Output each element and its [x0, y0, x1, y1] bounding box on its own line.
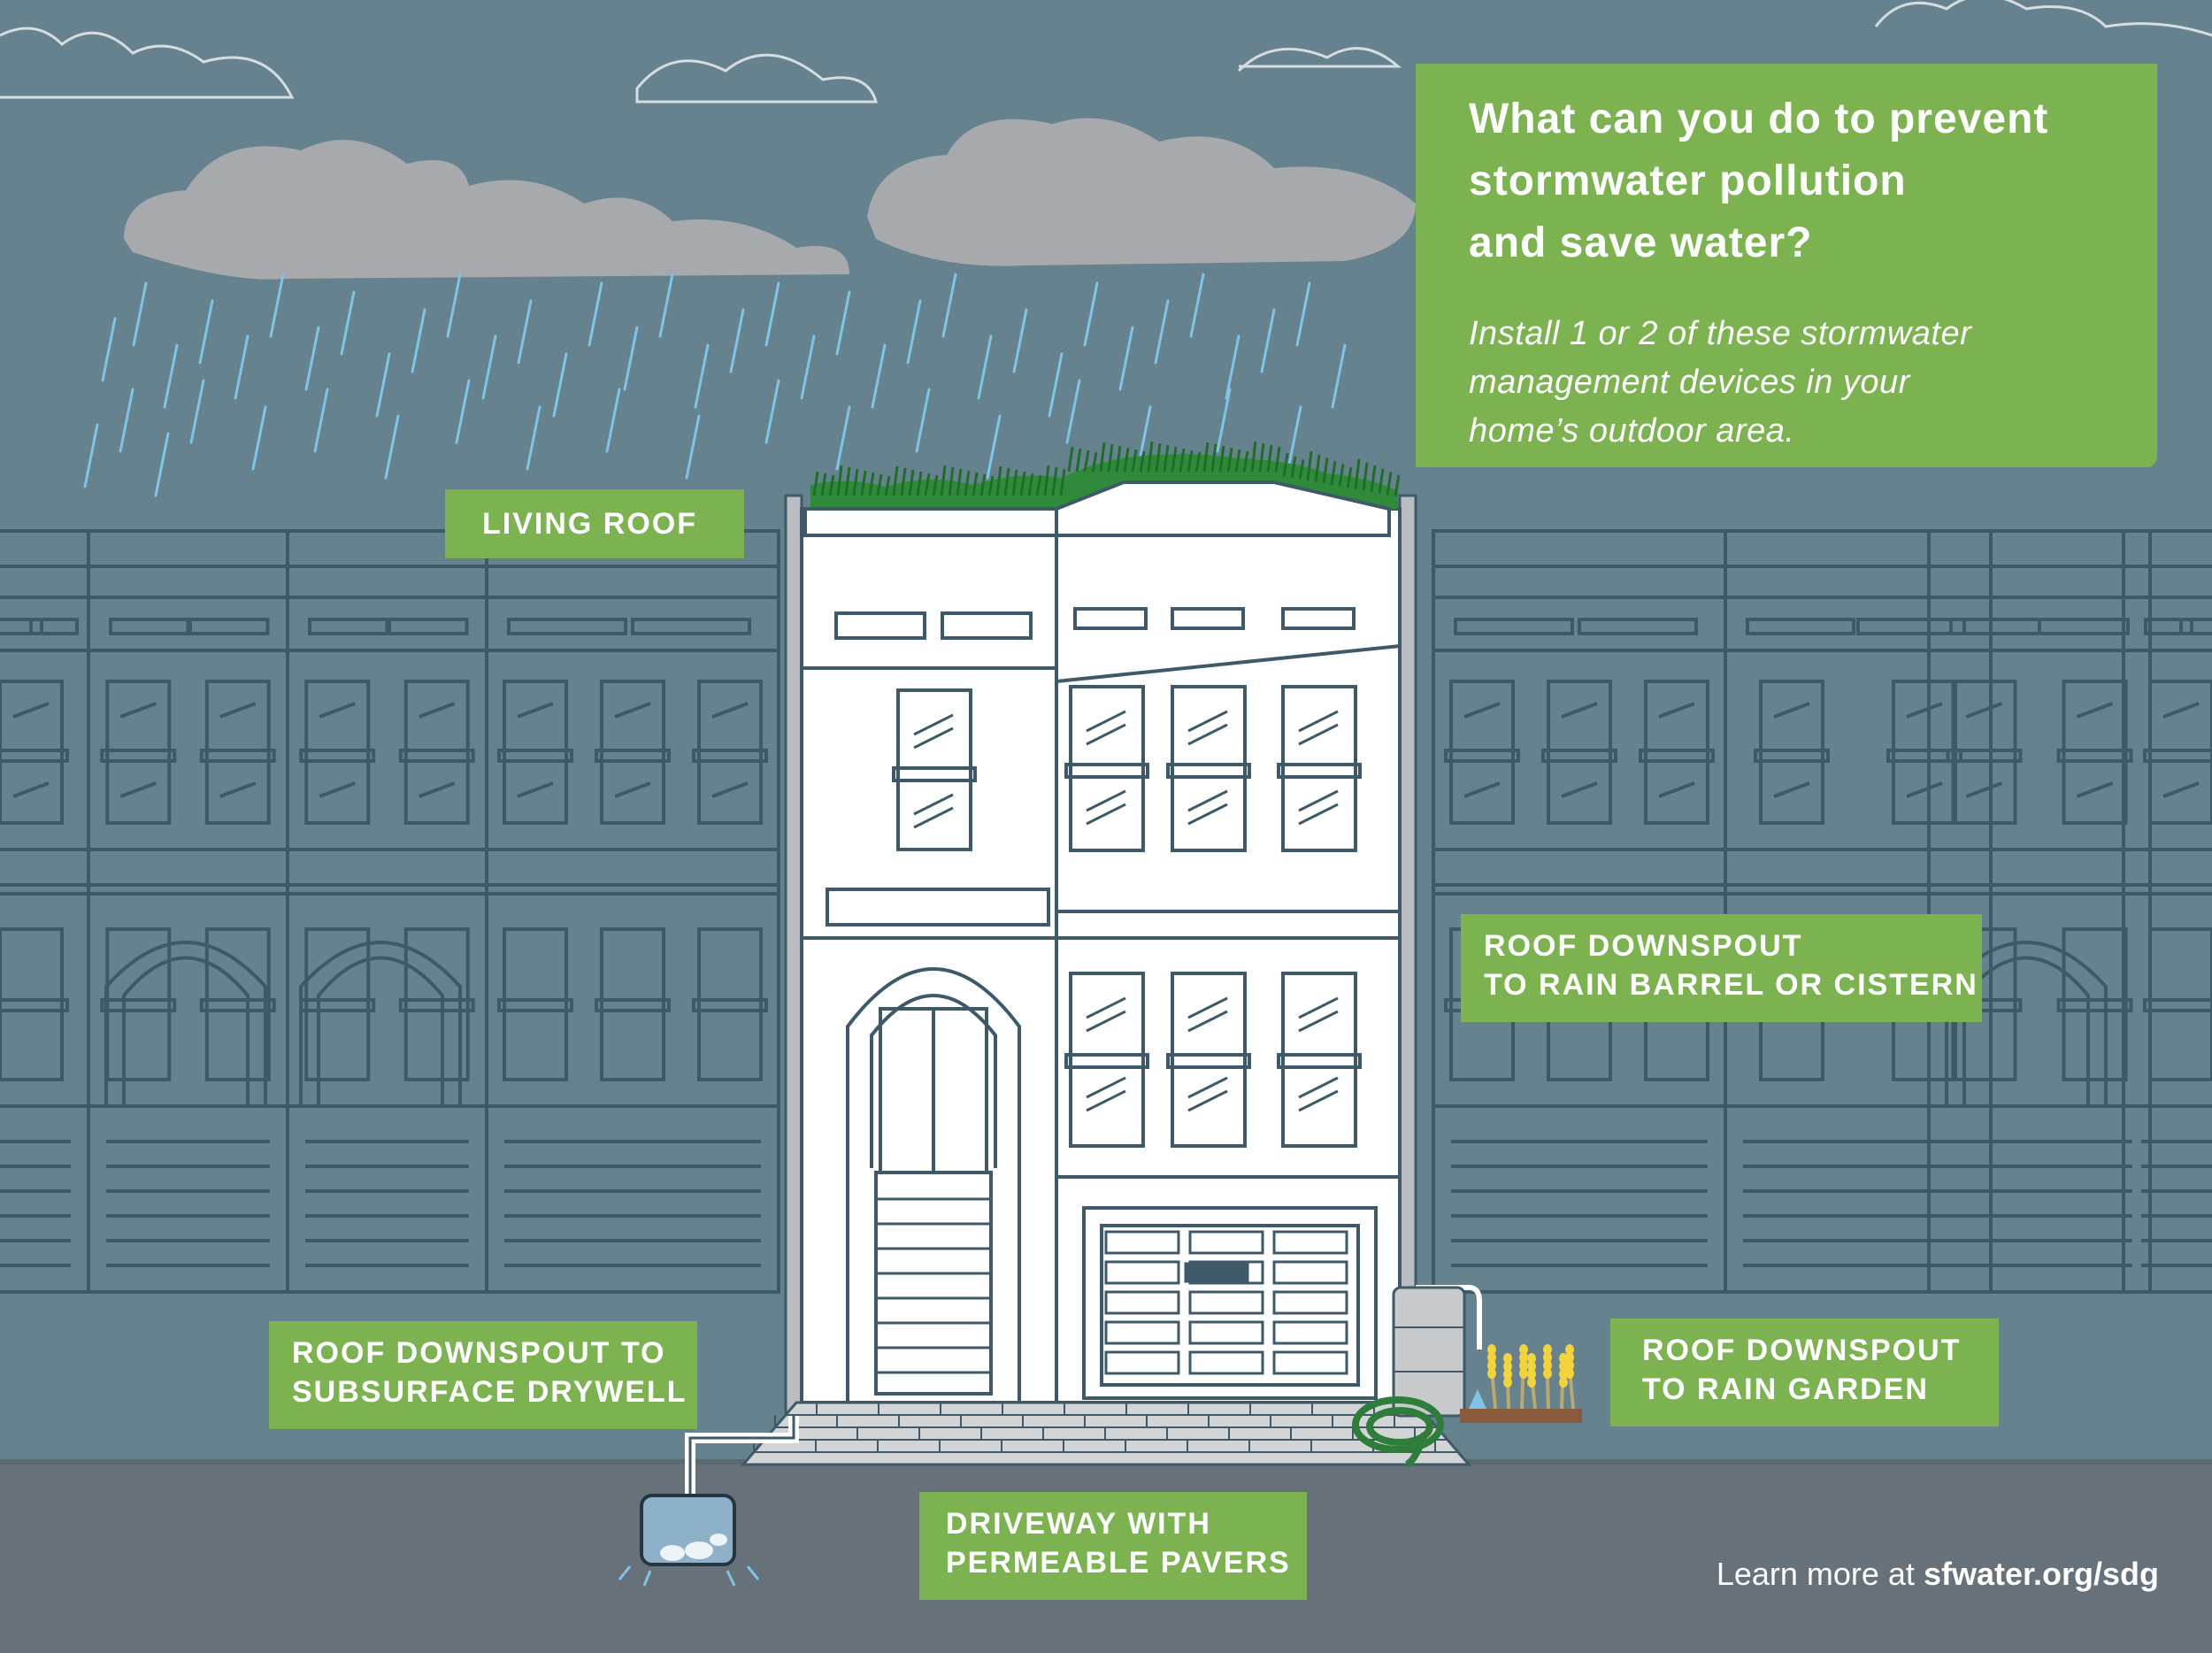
- label-living-roof: LIVING ROOF: [445, 489, 744, 558]
- info-body-line: management devices in your: [1469, 364, 1910, 401]
- drywell: [618, 1416, 799, 1587]
- label-line: PERMEABLE PAVERS: [946, 1546, 1291, 1580]
- label-line: ROOF DOWNSPOUT: [1484, 929, 1803, 963]
- info-body-line: home’s outdoor area.: [1469, 412, 1795, 450]
- rain-clouds: [124, 118, 1416, 280]
- label-line: LIVING ROOF: [482, 507, 697, 541]
- main-house: [784, 441, 1417, 1435]
- label-rain-barrel: ROOF DOWNSPOUT TO RAIN BARREL OR CISTERN: [1461, 914, 1982, 1022]
- label-line: DRIVEWAY WITH: [946, 1507, 1211, 1541]
- label-line: ROOF DOWNSPOUT: [1642, 1334, 1962, 1367]
- info-title-line: and save water?: [1469, 219, 1813, 266]
- left-downspout: [784, 494, 803, 1435]
- house-details: [802, 509, 1401, 1403]
- label-pavers: DRIVEWAY WITH PERMEABLE PAVERS: [919, 1492, 1307, 1600]
- label-line: TO RAIN GARDEN: [1642, 1372, 1929, 1406]
- garden-hose: [1352, 1396, 1444, 1468]
- outline-clouds: [0, 0, 2212, 104]
- info-box: What can you do to prevent stormwater po…: [1416, 64, 2157, 467]
- label-line: ROOF DOWNSPOUT TO: [292, 1336, 666, 1370]
- rain-streaks: [83, 273, 1347, 497]
- label-line: TO RAIN BARREL OR CISTERN: [1484, 968, 1978, 1002]
- label-drywell: ROOF DOWNSPOUT TO SUBSURFACE DRYWELL: [269, 1321, 697, 1429]
- learn-more-text: Learn more at sfwater.org/sdg: [1663, 1556, 2159, 1593]
- grass-blades: [812, 441, 1401, 497]
- info-body: Install 1 or 2 of these stormwater manag…: [1469, 310, 2122, 456]
- garage-panels: [1104, 1230, 1348, 1375]
- learn-more-prefix: Learn more at: [1716, 1556, 1924, 1592]
- info-title: What can you do to prevent stormwater po…: [1469, 88, 2122, 274]
- window-glints: [876, 710, 1339, 1374]
- label-rain-garden: ROOF DOWNSPOUT TO RAIN GARDEN: [1610, 1319, 1999, 1426]
- info-title-line: What can you do to prevent: [1469, 96, 2049, 142]
- label-line: SUBSURFACE DRYWELL: [292, 1375, 687, 1409]
- learn-more-link[interactable]: sfwater.org/sdg: [1923, 1556, 2159, 1592]
- rain-barrel: [1392, 1285, 1482, 1418]
- cornice: [803, 507, 1058, 537]
- rain-garden: [1460, 1344, 1582, 1423]
- info-body-line: Install 1 or 2 of these stormwater: [1469, 315, 1972, 352]
- info-title-line: stormwater pollution: [1469, 158, 1907, 204]
- right-downspout: [1398, 494, 1417, 1347]
- permeable-pavers: [740, 1401, 1472, 1466]
